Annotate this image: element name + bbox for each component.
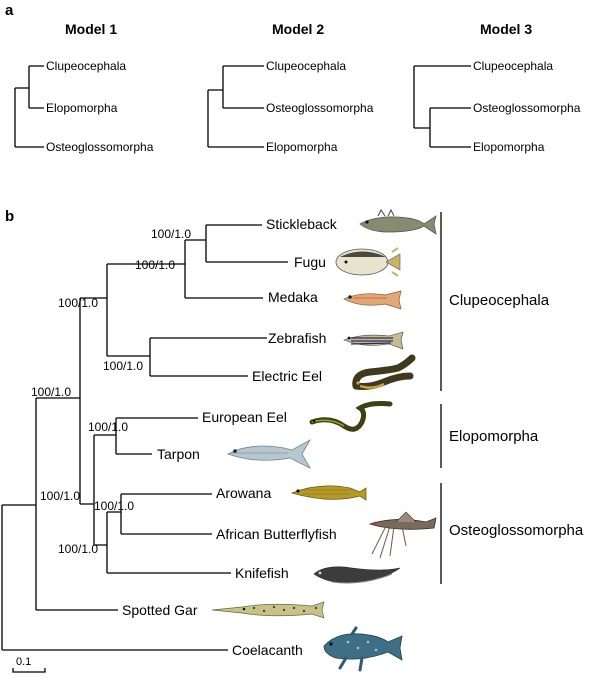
clade-osteoglossomorpha: Osteoglossomorpha [449,522,584,539]
tip-european-eel: European Eel [202,409,287,425]
support-value: 100/1.0 [151,227,191,241]
model-2-branches [207,65,264,148]
tree-branches [1,224,288,651]
african-butterflyfish-icon [368,511,437,559]
panel-b-label: b [5,208,14,225]
model-3-tip-1: Clupeocephala [473,59,553,73]
support-value: 100/1.0 [88,420,128,434]
scale-bar [12,668,46,673]
model-1-tip-3: Osteoglossomorpha [46,140,154,154]
tip-zebrafish: Zebrafish [268,330,326,346]
model-2-tip-3: Elopomorpha [266,140,338,154]
arowana-icon [290,485,367,501]
fugu-icon [335,247,401,277]
model-2-title: Model 2 [272,21,324,37]
european-eel-icon [309,401,393,432]
tip-medaka: Medaka [268,289,318,305]
model-1-tip-1: Clupeocephala [46,59,126,73]
tip-african-butterflyfish: African Butterflyfish [216,526,337,542]
phylogeny-tree [1,224,288,651]
tarpon-icon [227,438,312,469]
model-1-tree: Model 1 Clupeocephala Elopomorpha Osteog… [14,21,154,154]
support-value: 100/1.0 [94,499,134,513]
tip-tarpon: Tarpon [157,446,200,462]
panel-a-label: a [5,2,14,19]
coelacanth-icon [323,626,403,672]
tip-electric-eel: Electric Eel [252,368,322,384]
tip-spotted-gar: Spotted Gar [122,602,198,618]
model-1-title: Model 1 [65,21,117,37]
tip-arowana: Arowana [216,485,271,501]
model-2-tip-2: Osteoglossomorpha [266,101,374,115]
model-3-title: Model 3 [480,21,532,37]
stickleback-icon [359,208,437,235]
tip-knifefish: Knifefish [235,565,289,581]
support-value: 100/1.0 [135,258,175,272]
spotted-gar-icon [211,601,325,619]
support-value: 100/1.0 [40,489,80,503]
zebrafish-icon [343,331,404,350]
model-1-branches [14,65,44,148]
model-3-tip-3: Elopomorpha [473,140,545,154]
knifefish-icon [313,566,401,584]
tip-stickleback: Stickleback [266,216,338,232]
model-3-tree: Model 3 Clupeocephala Osteoglossomorpha … [413,21,581,154]
tip-fugu: Fugu [294,254,326,270]
clade-clupeocephala: Clupeocephala [449,292,550,309]
clade-elopomorpha: Elopomorpha [449,428,539,445]
model-3-branches [413,65,471,148]
model-2-tree: Model 2 Clupeocephala Osteoglossomorpha … [207,21,374,154]
support-value: 100/1.0 [58,296,98,310]
model-2-tip-1: Clupeocephala [266,59,346,73]
electric-eel-icon [352,354,416,390]
support-value: 100/1.0 [103,359,143,373]
model-3-tip-2: Osteoglossomorpha [473,101,581,115]
scale-label: 0.1 [16,656,31,668]
support-value: 100/1.0 [58,542,98,556]
medaka-icon [343,290,402,310]
support-value: 100/1.0 [31,385,71,399]
tip-coelacanth: Coelacanth [232,642,303,658]
model-1-tip-2: Elopomorpha [46,101,118,115]
